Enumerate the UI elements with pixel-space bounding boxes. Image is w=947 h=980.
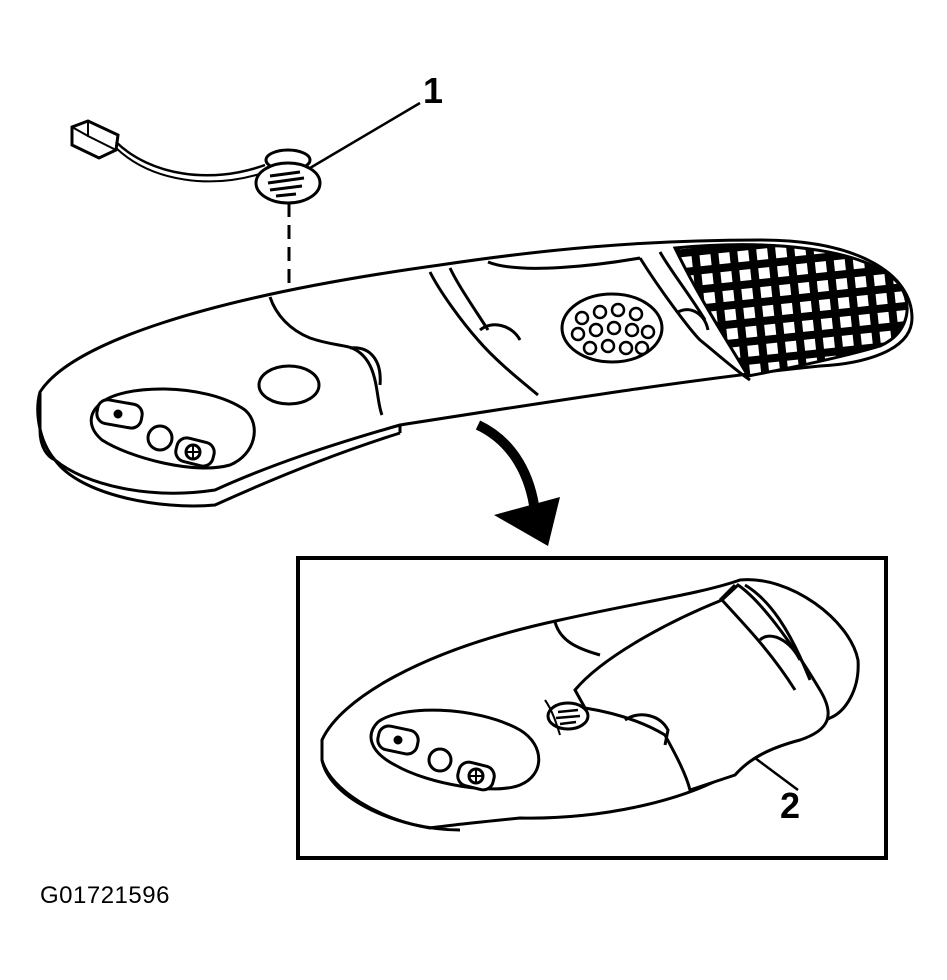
sensor-wire [115, 141, 266, 177]
sensor-body [254, 161, 322, 205]
callout-2-leader [754, 756, 799, 792]
speaker-grille [560, 292, 664, 364]
callout-1-leader [309, 101, 421, 170]
callout-2-label: 2 [780, 785, 800, 826]
detail-arrow [475, 420, 560, 546]
detail-console [320, 578, 860, 832]
figure-code: G01721596 [40, 882, 170, 909]
control-button-panel [89, 387, 256, 470]
sensor-assembly [70, 119, 322, 205]
sensor-mounting-hole [257, 364, 321, 406]
callout-1-label: 1 [423, 70, 443, 111]
mesh-panel [672, 243, 909, 378]
